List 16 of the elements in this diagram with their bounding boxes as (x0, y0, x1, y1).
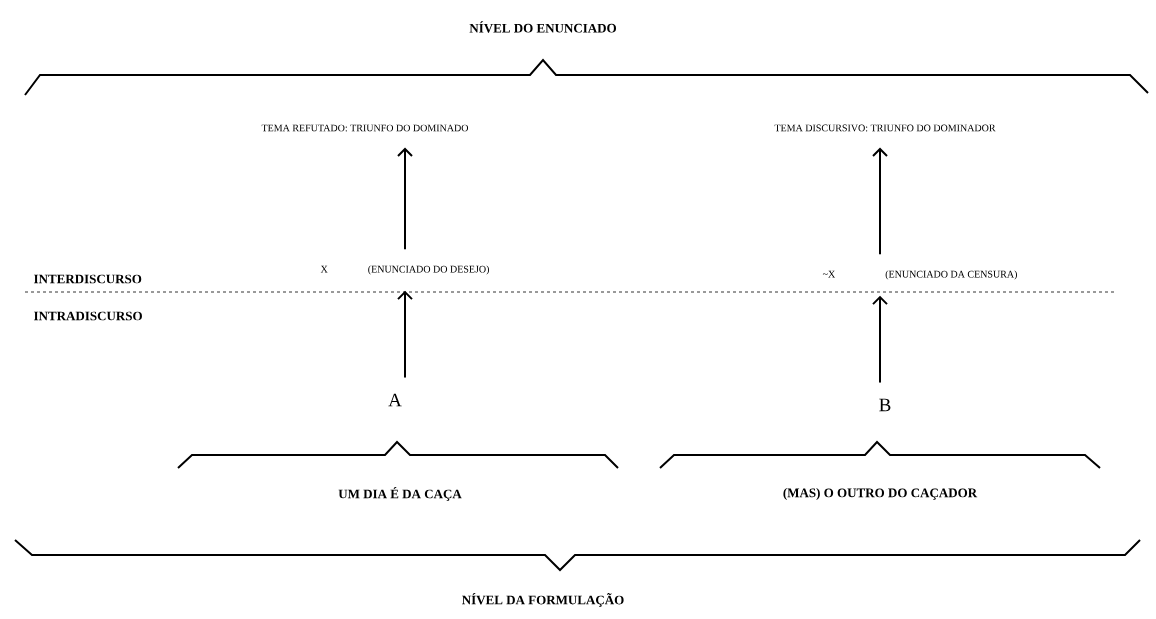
layer-label: INTRADISCURSO (34, 311, 142, 321)
phrase-text: UM DIA É DA CAÇA (338, 487, 462, 501)
letter-text: B (879, 398, 891, 412)
level-heading: NÍVEL DO ENUNCIADO (469, 21, 616, 33)
arrow (397, 147, 413, 251)
theme-text: TEMA REFUTADO: TRIUNFO DO DOMINADO (261, 124, 469, 132)
phrase-text: (MAS) O OUTRO DO CAÇADOR (783, 488, 978, 500)
layer-label: INTERDISCURSO (34, 274, 142, 284)
arrow (872, 147, 888, 256)
theme-text: TEMA DISCURSIVO: TRIUNFO DO DOMINADOR (774, 124, 996, 132)
arrow (397, 290, 413, 379)
level-heading: NÍVEL DA FORMULAÇÃO (462, 593, 624, 607)
statement-text: ~X (ENUNCIADO DA CENSURA) (822, 270, 1017, 280)
statement-text: X (ENUNCIADO DO DESEJO) (320, 265, 489, 275)
letter-text: A (388, 393, 402, 407)
arrow (872, 295, 888, 384)
